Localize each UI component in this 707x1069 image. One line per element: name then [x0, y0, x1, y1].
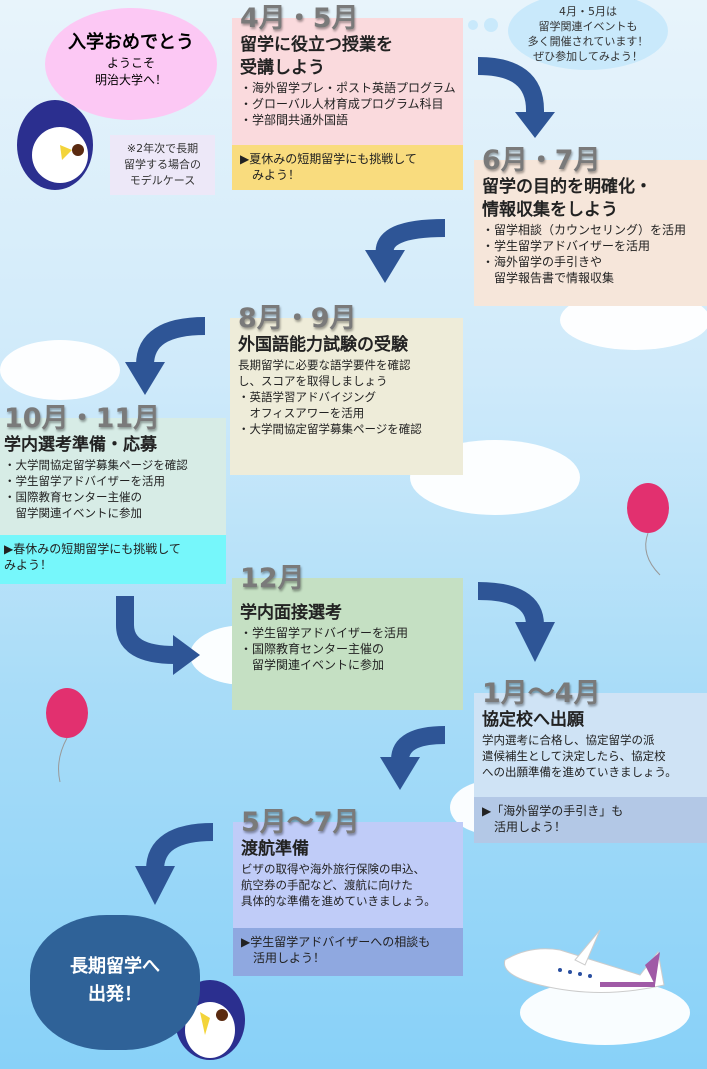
arrow-head: [515, 622, 555, 662]
step-apr-may: 4月・5月 留学に役立つ授業を 受講しよう ・海外留学プレ・ポスト英語プログラム…: [232, 4, 463, 190]
owl-mascot-icon: [17, 100, 93, 190]
step-dec: 12月 学内面接選考 ・学生留学アドバイザーを活用・国際教育センター主催の 留学…: [232, 564, 463, 710]
step-line: ・学生留学アドバイザーを活用: [240, 626, 409, 640]
arrow-2: [375, 219, 446, 257]
bubble-dot: [468, 20, 478, 30]
welcome-title: 入学おめでとう: [68, 32, 194, 53]
step-oct-nov: 10月・11月 学内選考準備・応募 ・大学間協定留学募集ページを確認・学生留学ア…: [0, 404, 226, 584]
step-tip: ▶夏休みの短期留学にも挑戦して みよう！: [232, 145, 463, 190]
step-jun-jul: 6月・7月 留学の目的を明確化・ 情報収集をしよう ・留学相談（カウンセリング）…: [474, 146, 707, 306]
step-line: ・学部間共通外国語: [240, 113, 349, 127]
step-line: ・大学間協定留学募集ページを確認: [238, 422, 422, 436]
step-month: 8月・9月: [238, 303, 357, 334]
balloon-icon: [627, 483, 669, 576]
step-title: 外国語能力試験の受験: [238, 335, 408, 355]
arrow-head: [125, 362, 165, 395]
arrow-7: [146, 823, 214, 871]
step-line: ビザの取得や海外旅行保険の申込、: [241, 862, 425, 876]
step-line: ・学生留学アドバイザーを活用: [482, 239, 651, 253]
step-line: 留学関連イベントに参加: [4, 506, 142, 520]
step-line: ・海外留学の手引きや: [482, 255, 603, 269]
step-line: 学内選考に合格し、協定留学の派: [482, 733, 655, 747]
step-month: 5月～7月: [241, 807, 360, 838]
step-line: ・海外留学プレ・ポスト英語プログラム: [240, 81, 456, 95]
step-line: ・大学間協定留学募集ページを確認: [4, 458, 188, 472]
info-bubble: 4月・5月は 留学関連イベントも 多く開催されています！ ぜひ参加してみよう！: [508, 0, 668, 70]
departure-line: 長期留学へ: [70, 956, 160, 977]
balloon-icon: [46, 688, 88, 783]
step-title: 学内面接選考: [240, 603, 342, 623]
arrow-1: [477, 57, 544, 115]
cloud: [0, 340, 120, 400]
departure-cloud: 長期留学へ 出発！: [30, 915, 200, 1050]
step-line: 留学関連イベントに参加: [240, 658, 385, 672]
step-line: ・国際教育センター主催の: [240, 642, 385, 656]
arrow-head: [515, 112, 555, 138]
step-line: ・英語学習アドバイジング: [238, 390, 376, 404]
step-aug-sep: 8月・9月 外国語能力試験の受験 長期留学に必要な語学要件を確認し、スコアを取得…: [230, 304, 463, 475]
step-month: 4月・5月: [240, 3, 359, 34]
step-jan-apr: 1月～4月 協定校へ出願 学内選考に合格し、協定留学の派遣候補生として決定したら…: [474, 679, 707, 843]
airplane-icon: [503, 929, 665, 993]
step-line: 具体的な準備を進めていきましょう。: [241, 894, 436, 908]
bubble-dot: [484, 18, 498, 32]
step-line: ・グローバル人材育成プログラム科目: [240, 97, 444, 111]
step-line: 航空券の手配など、渡航に向けた: [241, 878, 413, 892]
departure-line: 出発！: [88, 984, 142, 1005]
step-line: への出願準備を進めていきましょう。: [482, 765, 677, 779]
model-case-note: ※2年次で長期 留学する場合の モデルケース: [110, 135, 215, 195]
arrow-head: [173, 635, 200, 675]
welcome-cloud: 入学おめでとう ようこそ 明治大学へ！: [45, 8, 217, 120]
step-may-jul: 5月～7月 渡航準備 ビザの取得や海外旅行保険の申込、航空券の手配など、渡航に向…: [233, 808, 463, 976]
step-title: 留学の目的を明確化・ 情報収集をしよう: [482, 177, 652, 220]
arrow-head: [135, 866, 175, 905]
arrow-head: [365, 250, 405, 283]
step-title: 留学に役立つ授業を 受講しよう: [240, 35, 393, 78]
step-line: 遣候補生として決定したら、協定校: [482, 749, 666, 763]
step-line: 長期留学に必要な語学要件を確認: [238, 358, 411, 372]
arrow-6: [391, 726, 446, 762]
step-line: オフィスアワーを活用: [238, 406, 365, 420]
step-tip: ▶春休みの短期留学にも挑戦して みよう！: [0, 535, 226, 584]
arrow-4: [116, 596, 176, 664]
step-line: ・国際教育センター主催の: [4, 490, 142, 504]
step-title: 渡航準備: [241, 839, 309, 859]
step-tip: ▶学生留学アドバイザーへの相談も 活用しよう！: [233, 928, 463, 976]
arrow-3: [136, 317, 206, 366]
welcome-line: 明治大学へ！: [94, 73, 167, 87]
arrow-head: [380, 757, 420, 790]
step-title: 学内選考準備・応募: [4, 435, 157, 455]
step-title: 協定校へ出願: [482, 710, 584, 730]
step-line: ・学生留学アドバイザーを活用: [4, 474, 165, 488]
step-line: ・留学相談（カウンセリング）を活用: [482, 223, 687, 237]
arrow-5: [477, 582, 544, 626]
step-month: 12月: [240, 563, 305, 594]
step-month: 10月・11月: [4, 403, 161, 434]
step-line: 留学報告書で情報収集: [482, 271, 615, 285]
step-month: 1月～4月: [482, 678, 601, 709]
step-tip: ▶「海外留学の手引き」も 活用しよう！: [474, 797, 707, 843]
step-line: し、スコアを取得しましょう: [238, 374, 388, 388]
welcome-line: ようこそ: [106, 56, 155, 70]
step-month: 6月・7月: [482, 145, 601, 176]
